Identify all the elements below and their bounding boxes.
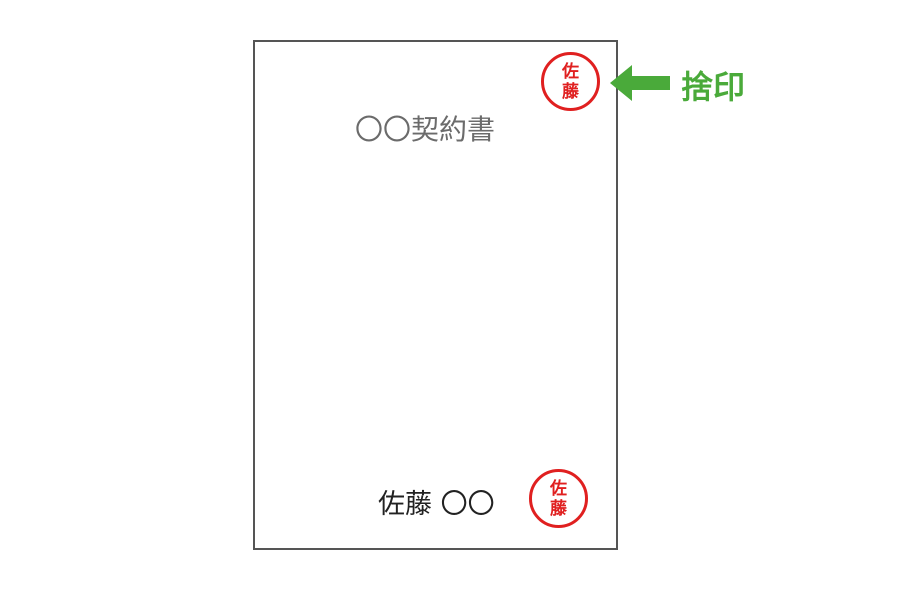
signer-name: 佐藤 〇〇 — [378, 489, 495, 520]
seal-char-1: 佐 — [562, 61, 579, 82]
document-title: 〇〇契約書 — [355, 113, 496, 146]
arrow-left-icon — [610, 65, 670, 101]
discard-seal-stamp: 佐 藤 — [541, 52, 600, 111]
seal-char-2: 藤 — [550, 498, 567, 519]
contract-document: 〇〇契約書 佐 藤 佐藤 〇〇 佐 藤 — [253, 40, 618, 550]
seal-char-1: 佐 — [550, 478, 567, 499]
seal-char-2: 藤 — [562, 81, 579, 102]
callout-label: 捨印 — [681, 68, 746, 106]
signature-seal-stamp: 佐 藤 — [529, 469, 588, 528]
